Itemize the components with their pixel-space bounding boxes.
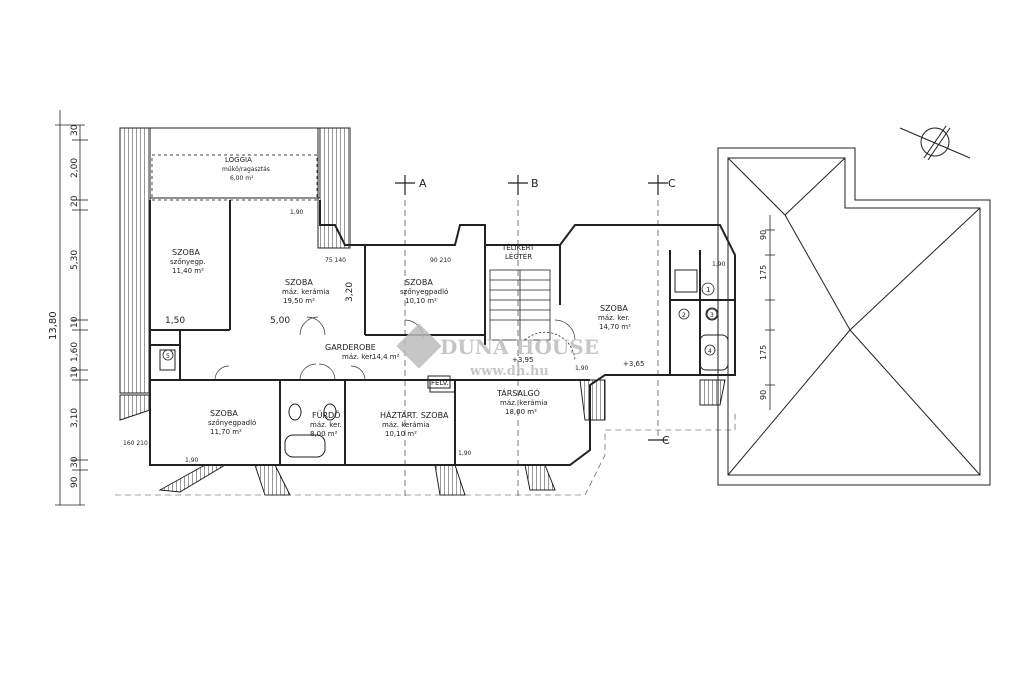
dim-190b: 1,90 <box>712 261 726 268</box>
marker-2: 2 <box>682 312 686 319</box>
duna-house-watermark: DUNA HOUSE www.dh.hu <box>396 323 599 379</box>
section-label-b: B <box>531 177 539 190</box>
dim-seg-9: 90 <box>70 476 80 488</box>
room-9-area: 10,10 m² <box>385 430 417 438</box>
dim-seg-8: 30 <box>70 456 80 468</box>
right-dimension-line <box>765 215 775 410</box>
vertical-dimension-line <box>55 110 88 506</box>
room-8-name: FÜRDŐ <box>312 410 340 420</box>
roof-left-hatched <box>119 127 726 496</box>
rdim-7: 90 <box>759 390 768 400</box>
room-loggia-name: LOGGIA <box>225 156 252 164</box>
walls <box>149 200 736 466</box>
room-5-sub: máz. ker. <box>598 314 630 322</box>
marker-5: 5 <box>166 353 170 360</box>
staircase <box>489 269 576 361</box>
total-height-label: 13,80 <box>48 311 59 340</box>
room-8-sub: máz. ker. <box>310 421 342 429</box>
dim-500: 5,00 <box>270 316 290 326</box>
marker-4: 4 <box>708 348 712 355</box>
room-3-sub: szőnyegpadló <box>400 287 448 296</box>
room-7-area: 11,70 m² <box>210 428 242 436</box>
roof-overhang-line <box>115 410 736 496</box>
room-5-area: 14,70 m² <box>599 323 631 331</box>
loggia-area <box>151 154 318 201</box>
dim-190a: 1,90 <box>290 209 304 216</box>
room-loggia-area: 6,00 m² <box>230 175 254 182</box>
rdim-2: 175 <box>759 265 768 280</box>
marker-1: 1 <box>706 286 710 294</box>
room-10-area: 18,00 m² <box>505 408 537 416</box>
level-2: +3,65 <box>623 360 644 368</box>
room-9-sub: máz. kerámia <box>382 421 430 429</box>
door-75-140: 75 140 <box>325 257 346 264</box>
room-3-name: SZOBA <box>405 278 433 287</box>
room-7-name: SZOBA <box>210 409 238 418</box>
dim-seg-2: 20 <box>70 195 80 207</box>
dim-seg-0: 30 <box>70 124 80 136</box>
fixture-markers <box>162 282 718 361</box>
rdim-5: 175 <box>759 345 768 360</box>
room-6-sub: máz. ker. <box>342 353 374 361</box>
marker-3: 3 <box>710 312 714 319</box>
room-2-area: 19,50 m² <box>283 297 315 305</box>
rdim-0: 90 <box>759 230 768 240</box>
roof-plan-right <box>717 147 991 486</box>
dim-190d: 1,90 <box>185 457 199 464</box>
dim-seg-7: 3,10 <box>70 408 80 428</box>
room-2-name: SZOBA <box>285 278 313 287</box>
section-label-c: C <box>668 177 676 190</box>
door-90-210: 90 210 <box>430 257 451 264</box>
room-labels: LOGGIA műkő/ragasztás 6,00 m² SZOBA szőn… <box>170 156 631 438</box>
room-loggia-sub: műkő/ragasztás <box>222 166 270 173</box>
room-2-sub: máz. kerámia <box>282 288 330 296</box>
dim-150: 1,50 <box>165 316 185 326</box>
dim-190e: 1,90 <box>458 450 472 457</box>
level-1: +3,95 <box>512 356 533 364</box>
room-10-name: TÁRSALGÓ <box>496 387 540 398</box>
dim-190c: 1,90 <box>575 365 589 372</box>
room-4-sub: LÉGTÉR <box>505 252 532 261</box>
room-1-sub: szőnyegp. <box>170 257 206 266</box>
dim-seg-4: 10 <box>70 316 80 328</box>
dim-seg-5: 1,60 <box>70 342 80 362</box>
section-label-c2: C <box>662 434 670 447</box>
north-arrow-icon <box>899 125 971 161</box>
room-7-sub: szőnyegpadló <box>208 418 256 427</box>
room-8-area: 8,00 m² <box>310 430 338 438</box>
misc-labels: FELV. +3,95 +3,65 5,00 1,50 3,20 1,90 1,… <box>123 209 726 464</box>
dim-320: 3,20 <box>345 282 355 302</box>
room-5-name: SZOBA <box>600 304 628 313</box>
room-1-area: 11,40 m² <box>172 267 204 275</box>
room-9-name: HÁZTART. SZOBA <box>380 409 449 420</box>
room-1-name: SZOBA <box>172 248 200 257</box>
section-label-a: A <box>419 177 427 190</box>
room-4-name: TÉLIKERT <box>501 243 535 252</box>
felv-label: FELV. <box>431 379 449 387</box>
dim-seg-1: 2,00 <box>70 158 80 178</box>
door-160-210: 160 210 <box>123 440 148 447</box>
watermark-brand: DUNA HOUSE <box>440 335 599 359</box>
dim-seg-3: 5,30 <box>70 250 80 270</box>
room-6-name: GARDEROBE <box>325 343 376 352</box>
room-3-area: 10,10 m² <box>405 297 437 305</box>
dim-seg-6: 10 <box>70 366 80 378</box>
room-10-sub: máz. kerámia <box>500 399 548 407</box>
watermark-url: www.dh.hu <box>469 364 549 379</box>
room-6-area: 14,4 m² <box>372 353 400 361</box>
